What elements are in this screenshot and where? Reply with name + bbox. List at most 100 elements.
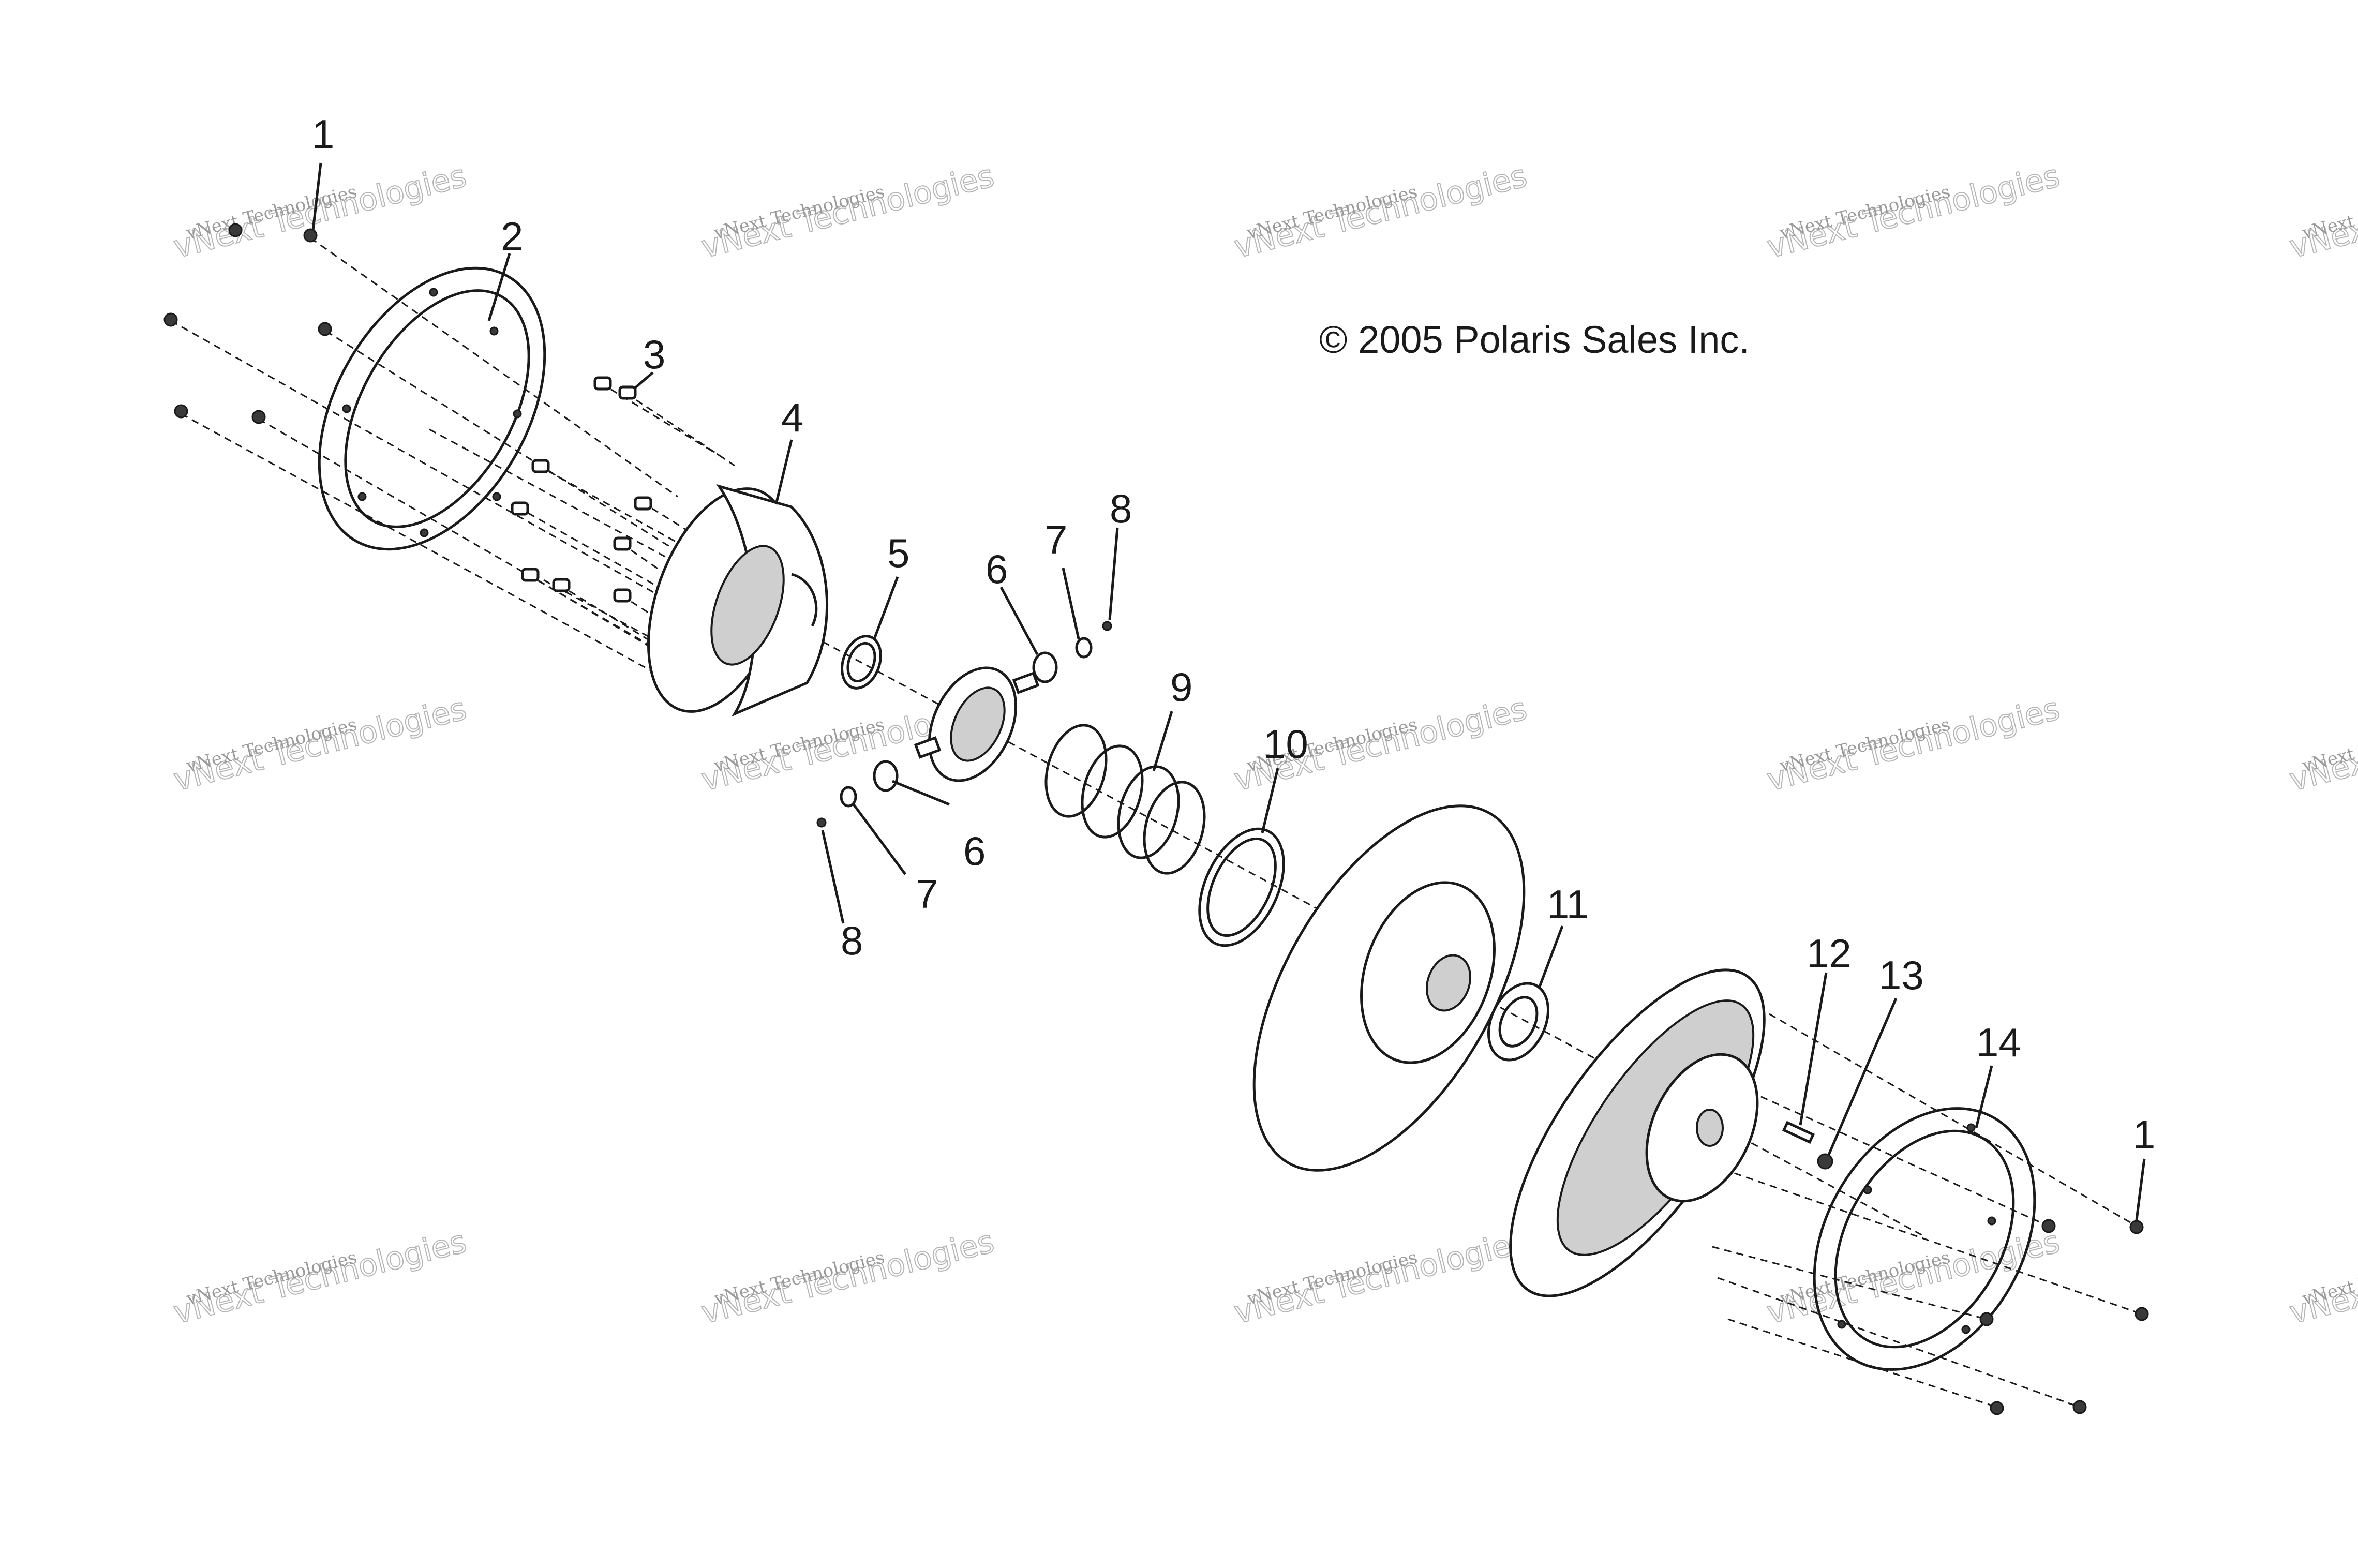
- bolt: [593, 376, 612, 391]
- watermark: vNext Technologies vNext Technologies: [697, 1223, 998, 1332]
- leader-line: [1152, 711, 1173, 771]
- spring-coil: [1117, 765, 1180, 859]
- bushing: [873, 760, 899, 792]
- bushing-set-upper: [1032, 621, 1112, 683]
- callout-label: 9: [1170, 664, 1192, 710]
- bolt: [521, 568, 540, 582]
- bolt: [634, 496, 652, 511]
- screw: [318, 322, 332, 336]
- watermark: vNext Technologies vNext Technologies: [697, 157, 998, 266]
- leader-line: [2135, 1158, 2146, 1220]
- guide-line: [625, 392, 735, 467]
- watermark: vNext Technologies vNext Technologies: [170, 1223, 471, 1332]
- clip: [816, 817, 827, 828]
- leader-line: [852, 803, 907, 875]
- bolt-hole: [1987, 1216, 1996, 1226]
- assembly-guide-lines: [170, 237, 2142, 1408]
- leader-line: [1975, 1065, 1993, 1128]
- sheave-hub: [1360, 881, 1496, 1064]
- guide-line: [325, 330, 673, 549]
- stationary-sheave: [1509, 968, 1766, 1297]
- leader-line: [821, 830, 845, 924]
- callout-label: 14: [1976, 1020, 2021, 1065]
- nut: [1817, 1153, 1833, 1170]
- screw-group-right: [1979, 1219, 2149, 1415]
- svg-text:vNext Technologies: vNext Technologies: [698, 158, 998, 265]
- callout-label: 1: [312, 111, 334, 157]
- bolt-hole: [357, 492, 367, 501]
- leader-line: [1799, 972, 1828, 1126]
- washer: [840, 786, 857, 808]
- ring-inner: [1206, 837, 1277, 937]
- clutch-cover: [647, 484, 828, 717]
- bolt-hole: [342, 404, 351, 413]
- svg-text:vNext Technologies: vNext Technologies: [698, 1223, 998, 1331]
- guide-line: [600, 382, 720, 456]
- watermark: vNext Technologies vNext Technologies: [2286, 1223, 2358, 1332]
- leader-line: [1538, 925, 1564, 989]
- gasket-ring-right: [1813, 1107, 2036, 1371]
- callout-label: 8: [1110, 486, 1132, 531]
- screw: [174, 404, 188, 419]
- watermark: vNext Technologies vNext Technologies: [1763, 157, 2064, 266]
- guide-line: [558, 584, 694, 668]
- guide-line: [181, 413, 683, 689]
- leader-line: [1261, 768, 1279, 833]
- gasket-outer-edge: [1813, 1107, 2036, 1371]
- callout-label: 6: [986, 546, 1008, 592]
- callout-label: 7: [1045, 517, 1067, 562]
- bolt-hole: [513, 409, 522, 419]
- spring-coil: [1081, 744, 1144, 839]
- bolt-hole: [1837, 1320, 1846, 1329]
- leader-line: [1827, 998, 1898, 1155]
- movable-sheave: [1252, 804, 1526, 1172]
- roller-inner: [950, 686, 1006, 762]
- callout-label: 7: [916, 871, 938, 917]
- callout-label: 8: [841, 918, 863, 963]
- bolt: [552, 578, 571, 592]
- roller-assembly: [914, 666, 1040, 782]
- watermark: vNext Technologies vNext Technologies: [1763, 690, 2064, 799]
- leader-line: [1108, 527, 1119, 620]
- washer-inner: [1498, 996, 1539, 1048]
- svg-text:vNext Technologies: vNext Technologies: [1764, 1223, 2064, 1331]
- roller-pin: [1012, 671, 1040, 694]
- leader-line: [1062, 568, 1080, 639]
- leader-line: [892, 780, 950, 806]
- callout-label: 6: [963, 828, 986, 874]
- roller-pin: [914, 736, 942, 759]
- gasket-outer-edge: [318, 266, 546, 551]
- watermark: vNext Technologies vNext Technologies: [170, 690, 471, 799]
- ring-outer: [841, 635, 882, 690]
- leader-line: [873, 576, 899, 639]
- spacer-ring: [1198, 827, 1285, 947]
- spring-coil: [1143, 781, 1206, 875]
- bolt-hole: [1961, 1325, 1971, 1334]
- svg-text:vNext Technologies: vNext Technologies: [1764, 158, 2064, 265]
- bolt: [618, 385, 637, 400]
- watermark: vNext Technologies vNext Technologies: [2286, 690, 2358, 799]
- leader-line: [311, 162, 322, 231]
- screw: [2135, 1307, 2149, 1321]
- guide-line: [1769, 1013, 2137, 1227]
- cover-notch: [791, 573, 818, 627]
- gasket-inner-edge: [344, 289, 530, 528]
- bolt-group: [511, 376, 652, 603]
- clip: [1102, 621, 1112, 631]
- screw: [2041, 1219, 2056, 1233]
- gasket-ring-left: [318, 266, 546, 551]
- callout-label: 12: [1807, 931, 1852, 976]
- callout-label: 11: [1547, 882, 1589, 927]
- screw: [163, 312, 178, 327]
- snap-ring: [841, 635, 882, 690]
- screw: [2129, 1220, 2144, 1234]
- watermark: vNext Technologies vNext Technologies: [2286, 157, 2358, 266]
- spring-coil: [1044, 724, 1108, 818]
- leader-line: [999, 586, 1039, 655]
- guide-line: [1717, 1277, 2080, 1408]
- screw: [251, 410, 266, 424]
- ring-outer: [1198, 827, 1285, 947]
- bolt-hole: [489, 326, 499, 336]
- washer: [1075, 637, 1093, 659]
